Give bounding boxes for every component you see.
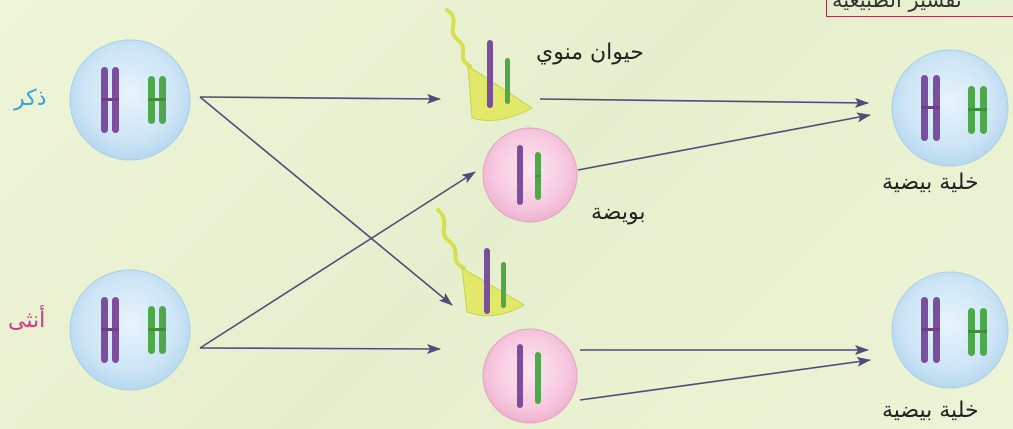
zygote-top-label: خلية بيضية: [882, 170, 979, 195]
arrow-female-to-egg-bottom: [199, 343, 441, 354]
title-box: [826, 0, 1013, 17]
sperm-bottom: [436, 208, 525, 317]
arrow-sperm-to-zygote-top: [539, 97, 869, 108]
arrow-egg-to-zygote-top: [577, 112, 871, 171]
arrow-male-to-sperm-top: [199, 93, 441, 104]
female-label: أنثى: [8, 308, 46, 333]
zygote-bottom: [891, 271, 1009, 389]
arrows: [199, 93, 871, 401]
egg-bottom: [482, 328, 578, 424]
zygote-bottom-label: خلية بيضية: [882, 398, 979, 423]
page-title: تفسير الطبيعية: [832, 0, 962, 12]
zygote-top: [891, 49, 1009, 167]
sperm-label: حيوان منوي: [536, 40, 644, 65]
egg-label: بويضة: [591, 200, 646, 225]
male-cell: [69, 39, 191, 161]
arrow-male-to-sperm-bottom: [199, 96, 453, 306]
egg-top: [482, 127, 578, 223]
male-label: ذكر: [14, 86, 47, 111]
arrow-female-to-egg-top: [199, 171, 476, 349]
sperm-top: [445, 8, 533, 121]
arrow-egg-to-zygote-bottom: [579, 356, 871, 401]
female-cell: [69, 269, 191, 391]
